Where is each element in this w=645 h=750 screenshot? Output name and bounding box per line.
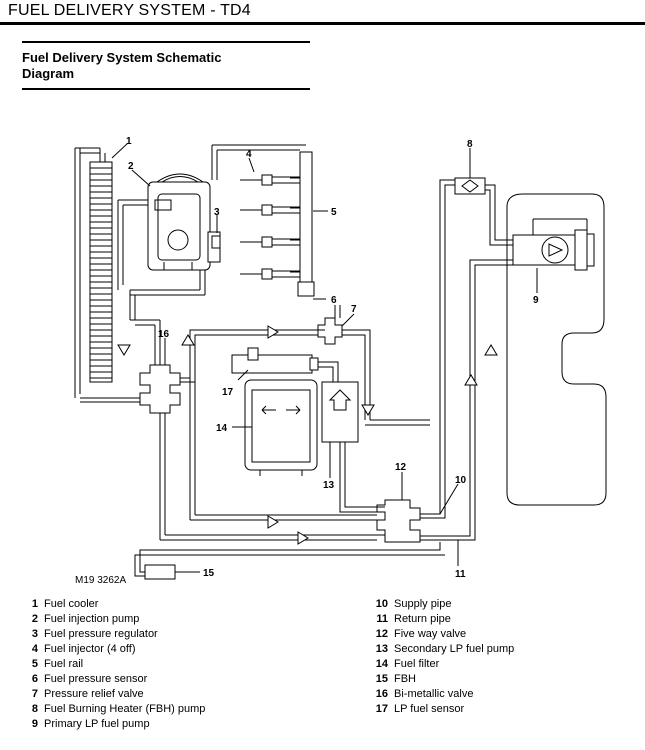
- legend-number: 2: [31, 613, 38, 625]
- legend-label: LP fuel sensor: [394, 703, 465, 715]
- callout-11: 11: [455, 569, 466, 580]
- legend-number: 5: [31, 658, 38, 670]
- legend-number: 17: [375, 703, 388, 715]
- fbh: [144, 564, 176, 580]
- legend-number: 10: [375, 598, 388, 610]
- page-header: FUEL DELIVERY SYSTEM - TD4: [0, 0, 645, 26]
- legend-number: 1: [31, 598, 38, 610]
- callout-13: 13: [323, 480, 335, 491]
- legend-number: 11: [376, 613, 388, 625]
- page-title: FUEL DELIVERY SYSTEM - TD4: [8, 2, 251, 19]
- legend-label: Fuel pressure sensor: [44, 673, 148, 685]
- legend-label: Fuel cooler: [44, 598, 99, 610]
- legend-item: 1 Fuel cooler: [22, 597, 205, 612]
- legend-item: 13 Secondary LP fuel pump: [372, 642, 515, 657]
- legend-number: 7: [31, 688, 38, 700]
- legend-label: Fuel injector (4 off): [44, 643, 136, 655]
- legend-number: 4: [31, 643, 38, 655]
- legend-label: Primary LP fuel pump: [44, 718, 150, 730]
- secondary-lp-pump: [321, 381, 359, 443]
- callout-7: 7: [351, 304, 357, 315]
- legend-label: FBH: [394, 673, 416, 685]
- legend-label: Fuel injection pump: [44, 613, 140, 625]
- legend-label: Fuel rail: [44, 658, 84, 670]
- legend-number: 15: [375, 673, 388, 685]
- callout-1: 1: [126, 136, 132, 147]
- legend-number: 14: [375, 658, 388, 670]
- callout-3: 3: [214, 207, 220, 218]
- callout-17: 17: [222, 387, 234, 398]
- legend-number: 8: [31, 703, 38, 715]
- fuel-injection-pump: [147, 173, 221, 271]
- callout-6: 6: [331, 295, 337, 306]
- fuel-pipes: [74, 144, 513, 577]
- header-rule: [0, 22, 645, 25]
- legend-right: 10 Supply pipe 11 Return pipe 12 Five way v…: [372, 597, 515, 717]
- legend-item: 3 Fuel pressure regulator: [22, 627, 205, 642]
- five-way-valve: [376, 499, 421, 543]
- legend-label: Fuel filter: [394, 658, 440, 670]
- fuel-pressure-sensor: [297, 281, 315, 297]
- legend-number: 16: [375, 688, 388, 700]
- fuel-cooler: [89, 161, 113, 383]
- legend-label: Fuel pressure regulator: [44, 628, 158, 640]
- fuel-injectors: [240, 174, 301, 280]
- legend-number: 12: [375, 628, 388, 640]
- figure-reference: M19 3262A: [75, 575, 126, 586]
- callout-4: 4: [246, 149, 252, 160]
- legend-label: Pressure relief valve: [44, 688, 144, 700]
- legend-item: 14 Fuel filter: [372, 657, 514, 672]
- lp-fuel-sensor: [231, 347, 319, 374]
- callout-9: 9: [533, 295, 539, 306]
- legend-item: 7 Pressure relief valve: [22, 687, 205, 702]
- fbh-pump: [454, 177, 486, 195]
- legend-label: Secondary LP fuel pump: [394, 643, 515, 655]
- section-title-block: Fuel Delivery System Schematic Diagram: [22, 41, 312, 90]
- legend-number: 3: [31, 628, 38, 640]
- fuel-filter: [244, 379, 318, 476]
- legend-item: 11 Return pipe: [372, 612, 514, 627]
- legend-item: 6 Fuel pressure sensor: [22, 672, 205, 687]
- legend-item: 5 Fuel rail: [22, 657, 205, 672]
- legend-label: Fuel Burning Heater (FBH) pump: [44, 703, 206, 715]
- pressure-relief-valve: [317, 317, 343, 345]
- legend-item: 4 Fuel injector (4 off): [22, 642, 205, 657]
- callout-14: 14: [216, 423, 228, 434]
- flow-arrows: [117, 325, 498, 545]
- bi-metallic-valve: [139, 364, 181, 414]
- legend-number: 13: [375, 643, 388, 655]
- fuel-system-schematic: M19 3262A 1 2 3 4 5 6 7 8 9 10 11 12 13 …: [74, 136, 607, 586]
- primary-lp-pump: [512, 218, 595, 271]
- legend-label: Supply pipe: [394, 598, 452, 610]
- legend-item: 8 Fuel Burning Heater (FBH) pump: [22, 702, 206, 717]
- section-title: Fuel Delivery System Schematic Diagram: [22, 50, 222, 81]
- legend-item: 10 Supply pipe: [372, 597, 514, 612]
- section-bottom-rule: [22, 88, 310, 90]
- leader-lines: [111, 142, 538, 573]
- legend-label: Return pipe: [394, 613, 451, 625]
- callout-15: 15: [203, 568, 215, 579]
- legend-item: 2 Fuel injection pump: [22, 612, 205, 627]
- legend-item: 9 Primary LP fuel pump: [22, 717, 205, 732]
- legend-item: 16 Bi-metallic valve: [372, 687, 514, 702]
- section-top-rule: [22, 41, 310, 43]
- callout-8: 8: [467, 139, 473, 150]
- callout-2: 2: [128, 161, 134, 172]
- callout-16: 16: [158, 329, 170, 340]
- legend-label: Bi-metallic valve: [394, 688, 474, 700]
- legend-item: 12 Five way valve: [372, 627, 514, 642]
- legend-number: 6: [31, 673, 38, 685]
- callout-12: 12: [395, 462, 407, 473]
- callout-10: 10: [455, 475, 467, 486]
- fuel-tank: [506, 193, 607, 506]
- callout-5: 5: [331, 207, 337, 218]
- legend-item: 15 FBH: [372, 672, 514, 687]
- fuel-rail: [299, 151, 313, 283]
- legend-number: 9: [31, 718, 38, 730]
- legend-label: Five way valve: [394, 628, 467, 640]
- legend-item: 17 LP fuel sensor: [372, 702, 514, 717]
